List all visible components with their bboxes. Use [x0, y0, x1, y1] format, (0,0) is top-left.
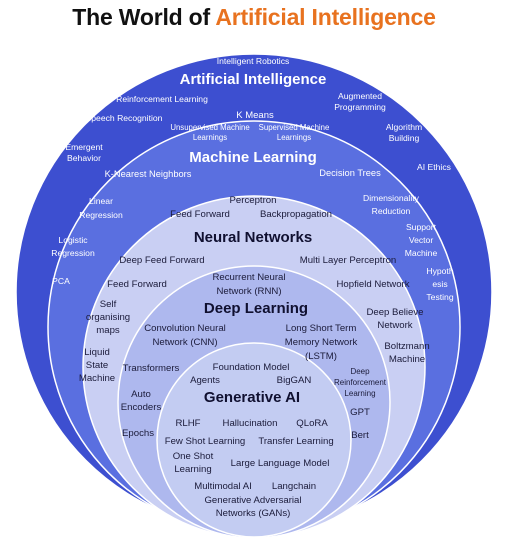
- gen-layer: Foundation Model Agents BigGAN Generativ…: [165, 362, 334, 519]
- gen-item-langchain: Langchain: [272, 481, 316, 492]
- ai-heading: Artificial Intelligence: [180, 71, 327, 88]
- gen-item-fewshot: Few Shot Learning: [165, 436, 246, 447]
- gen-heading: Generative AI: [204, 389, 300, 406]
- title-prefix: The World of: [72, 4, 210, 30]
- ml-item-decision: Decision Trees: [319, 168, 381, 178]
- nn-item-hopfield: Hopfield Network: [336, 279, 409, 290]
- nn-item-mlp: Multi Layer Perceptron: [300, 255, 397, 266]
- gen-item-multimodal: Multimodal AI: [194, 481, 252, 492]
- gen-item-agents: Agents: [190, 375, 220, 386]
- ml-item-kmeans: K Means: [236, 110, 274, 121]
- nn-item-backprop: Backpropagation: [260, 209, 332, 220]
- ai-layer: Intelligent Robotics Artificial Intellig…: [51, 56, 454, 302]
- ai-item-reinforcement: Reinforcement Learning: [116, 94, 208, 104]
- gen-item-transfer: Transfer Learning: [258, 436, 333, 447]
- dl-item-bert: Bert: [351, 430, 369, 441]
- nn-layer: Perceptron Feed Forward Backpropagation …: [79, 195, 430, 384]
- dl-item-epochs: Epochs: [122, 428, 154, 439]
- nn-item-perceptron: Perceptron: [230, 195, 277, 206]
- gen-item-foundation: Foundation Model: [213, 362, 290, 373]
- dl-item-transformers: Transformers: [123, 363, 180, 374]
- nn-item-feedforward-top: Feed Forward: [170, 209, 230, 220]
- ml-item-knn: K-Nearest Neighbors: [105, 169, 192, 179]
- dl-item-gpt: GPT: [350, 407, 370, 418]
- gen-item-rlhf: RLHF: [175, 418, 200, 429]
- gen-circle: [156, 342, 352, 538]
- ml-heading: Machine Learning: [189, 149, 317, 166]
- nn-heading: Neural Networks: [194, 229, 312, 246]
- ai-item-speech: Speech Recognition: [86, 113, 163, 123]
- nn-item-deepff: Deep Feed Forward: [119, 255, 204, 266]
- page-title: The World of Artificial Intelligence: [0, 4, 508, 31]
- nn-item-feedforward-left: Feed Forward: [107, 279, 167, 290]
- gen-item-biggan: BigGAN: [277, 375, 312, 386]
- title-accent: Artificial Intelligence: [215, 4, 436, 30]
- ai-item-robotics: Intelligent Robotics: [217, 56, 290, 66]
- ai-item-pca: PCA: [52, 276, 70, 286]
- ai-item-ethics: AI Ethics: [417, 162, 451, 172]
- gen-item-llm: Large Language Model: [231, 458, 330, 469]
- gen-item-qlora: QLoRA: [296, 418, 328, 429]
- dl-heading: Deep Learning: [204, 300, 308, 317]
- gen-item-halluc: Hallucination: [223, 418, 278, 429]
